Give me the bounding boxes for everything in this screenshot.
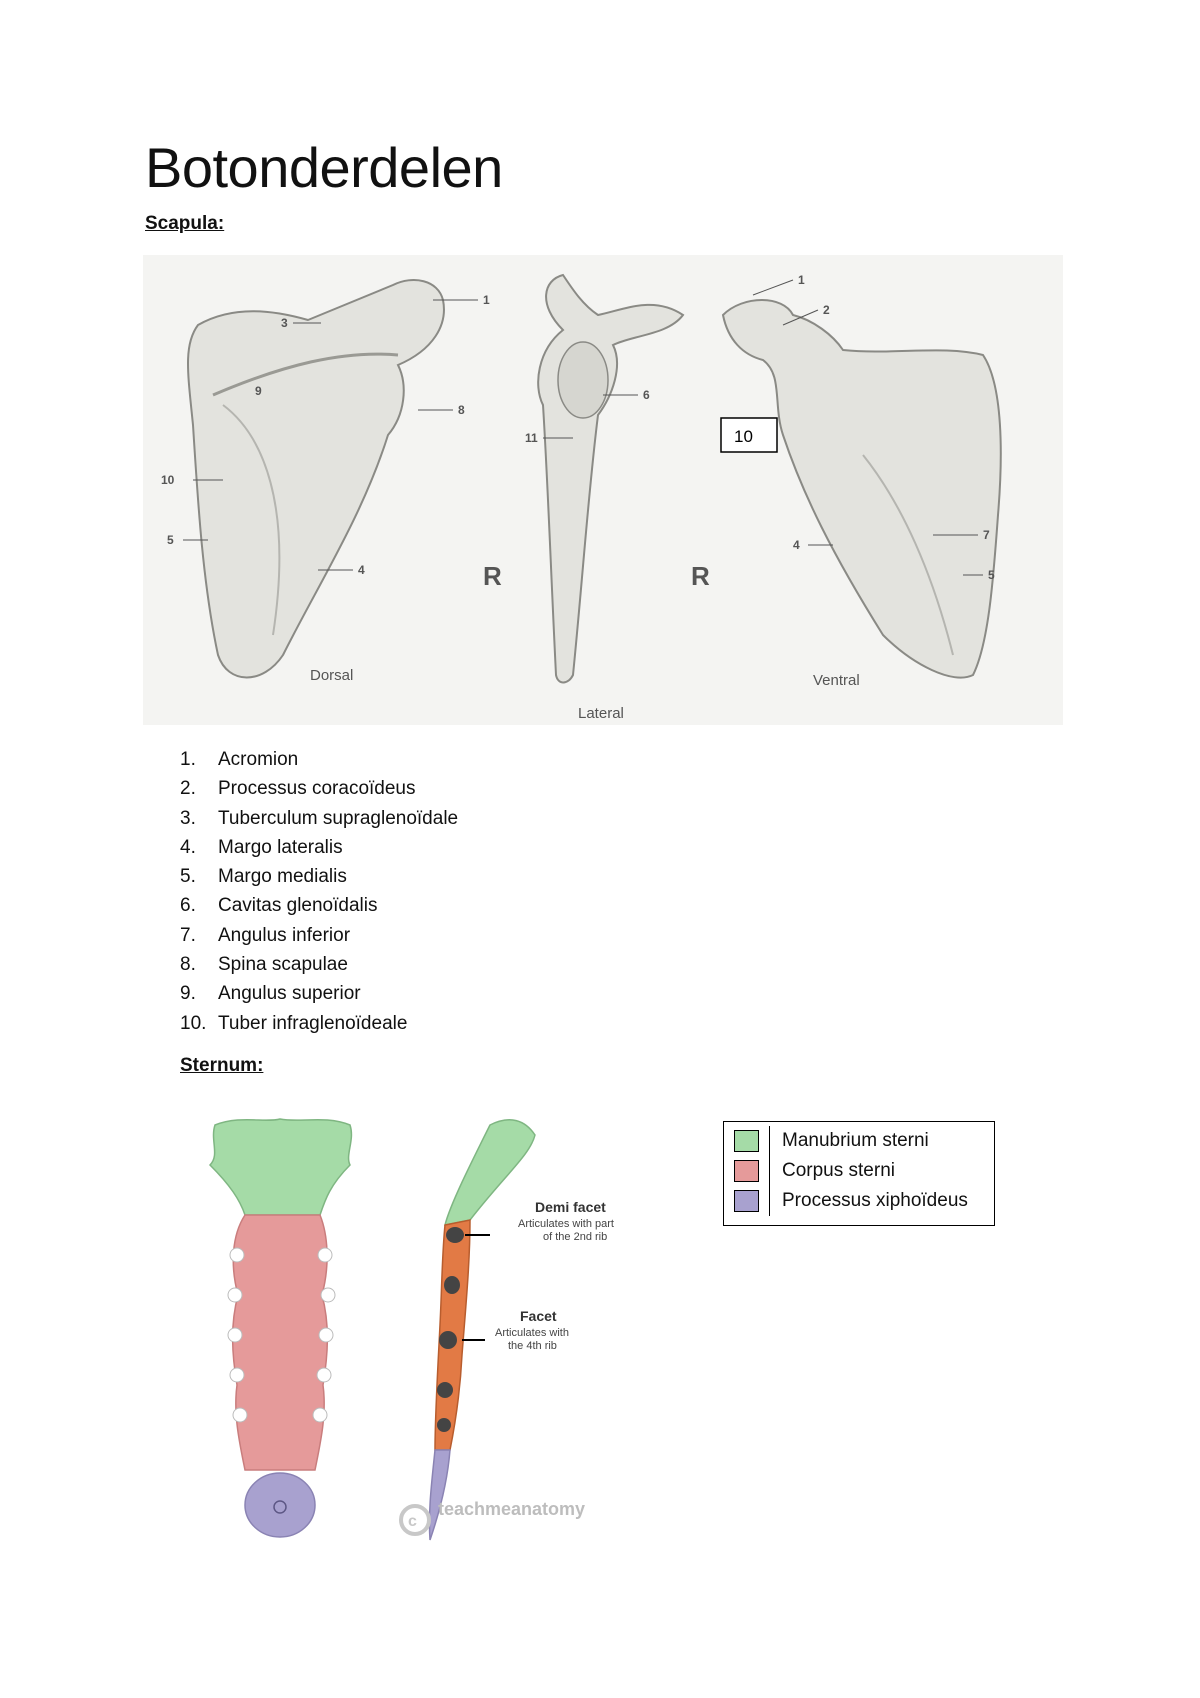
view-lateral-label: Lateral bbox=[578, 705, 624, 722]
legend-swatch-manubrium bbox=[734, 1130, 759, 1152]
list-item: 6.Cavitas glenoïdalis bbox=[180, 895, 378, 917]
demi-facet-title: Demi facet bbox=[535, 1199, 606, 1215]
facet-line1: Articulates with bbox=[495, 1327, 569, 1339]
label-9: 9 bbox=[255, 384, 262, 398]
demi-facet-line1: Articulates with part bbox=[518, 1218, 614, 1230]
demi-facet-line2: of the 2nd rib bbox=[543, 1231, 607, 1243]
watermark-text: teachmeanatomy bbox=[438, 1499, 585, 1519]
label-8: 8 bbox=[458, 403, 465, 417]
side-marker-left: R bbox=[483, 561, 502, 591]
legend-item-manubrium: Manubrium sterni bbox=[724, 1126, 994, 1156]
legend-swatch-corpus bbox=[734, 1160, 759, 1182]
scapula-dorsal-view bbox=[187, 279, 445, 679]
label-10-dorsal: 10 bbox=[161, 473, 175, 487]
label-3: 3 bbox=[281, 316, 288, 330]
list-item: 8.Spina scapulae bbox=[180, 954, 348, 976]
list-item: 1.Acromion bbox=[180, 749, 299, 770]
label-4-ventral: 4 bbox=[793, 538, 800, 552]
label-6: 6 bbox=[643, 388, 650, 402]
view-ventral-label: Ventral bbox=[813, 672, 860, 689]
label-5-dorsal: 5 bbox=[167, 533, 174, 547]
legend-swatch-xiphoid bbox=[734, 1190, 759, 1212]
list-item: 9.Angulus superior bbox=[180, 983, 361, 1005]
label-7: 7 bbox=[983, 528, 990, 542]
label-1-ventral: 1 bbox=[798, 273, 805, 287]
sternum-front-view bbox=[208, 1118, 353, 1538]
copyright-icon: c bbox=[408, 1513, 417, 1530]
sternum-figure: Demi facet Articulates with part of the … bbox=[208, 1118, 614, 1541]
label-1-dorsal: 1 bbox=[483, 293, 490, 307]
label-2: 2 bbox=[823, 303, 830, 317]
list-item: 4.Margo lateralis bbox=[180, 836, 343, 858]
legend-item-xiphoid: Processus xiphoïdeus bbox=[724, 1186, 994, 1216]
scapula-heading: Scapula: bbox=[145, 213, 225, 234]
label-4-dorsal: 4 bbox=[358, 563, 365, 577]
legend-item-corpus: Corpus sterni bbox=[724, 1156, 994, 1186]
list-item: 2.Processus coracoïdeus bbox=[180, 778, 416, 800]
scapula-lateral-view bbox=[537, 273, 685, 684]
scapula-figure: 1 3 9 8 10 5 4 6 11 1 2 7 4 5 R R Dorsal… bbox=[143, 255, 1063, 725]
label-11: 11 bbox=[525, 431, 538, 445]
label-5-ventral: 5 bbox=[988, 568, 995, 582]
sternum-legend: Manubrium sterni Corpus sterni Processus… bbox=[723, 1121, 995, 1226]
facet-line2: the 4th rib bbox=[508, 1340, 557, 1352]
scapula-part-list: 1.Acromion 2.Processus coracoïdeus 3.Tub… bbox=[180, 745, 458, 1038]
list-item: 5.Margo medialis bbox=[180, 866, 347, 888]
view-dorsal-label: Dorsal bbox=[310, 667, 353, 684]
list-item: 3.Tuberculum supraglenoïdale bbox=[180, 807, 459, 829]
sternum-heading: Sternum: bbox=[180, 1055, 264, 1076]
page-title: Botonderdelen bbox=[145, 136, 503, 199]
callout-box-10: 10 bbox=[734, 427, 753, 446]
side-marker-right: R bbox=[691, 561, 710, 591]
watermark: c teachmeanatomy bbox=[399, 1499, 585, 1536]
scapula-ventral-view bbox=[721, 299, 1002, 679]
facet-title: Facet bbox=[520, 1308, 557, 1324]
list-item: 7.Angulus inferior bbox=[180, 924, 351, 946]
sternum-lateral-view bbox=[428, 1119, 536, 1541]
list-item: 10.Tuber infraglenoïdeale bbox=[180, 1012, 408, 1034]
